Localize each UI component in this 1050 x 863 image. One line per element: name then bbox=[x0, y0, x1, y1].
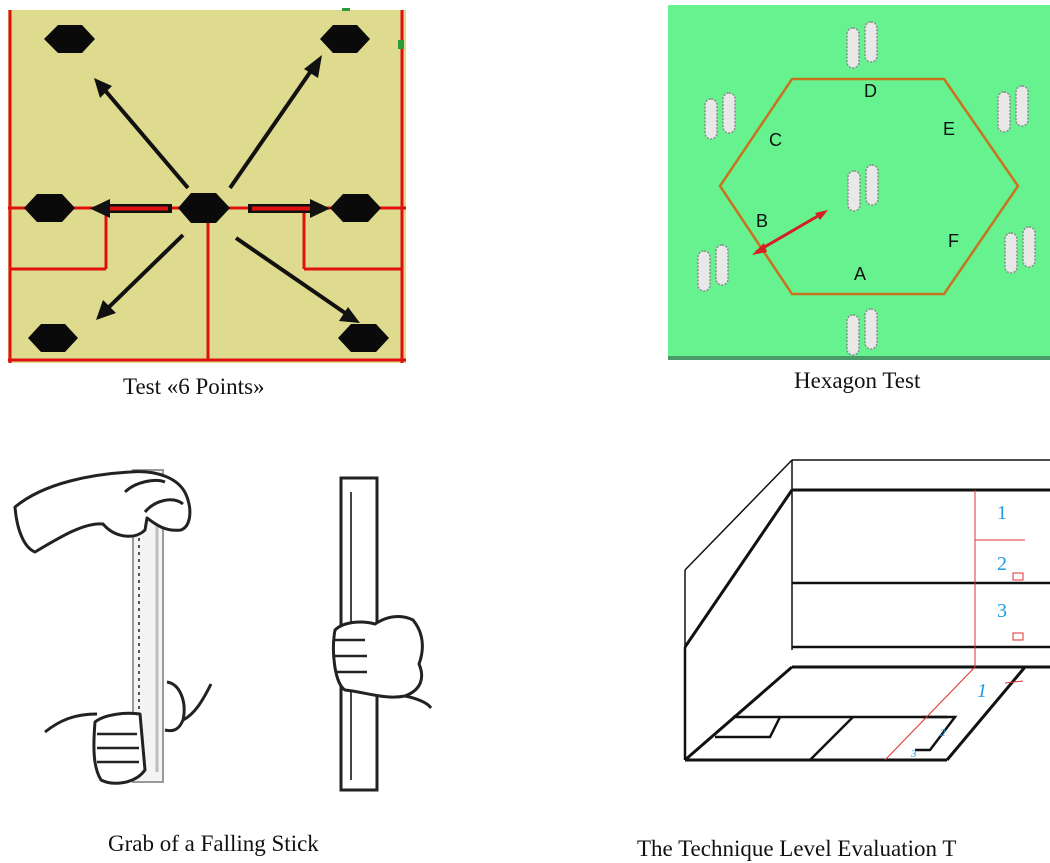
floor-zone-3: 3 bbox=[910, 748, 917, 760]
hex-label-d: D bbox=[864, 81, 877, 101]
technique-diagram: 1 2 3 1 2 3 bbox=[683, 459, 1050, 762]
point-top-right bbox=[320, 25, 370, 53]
footprint-marker bbox=[1004, 226, 1036, 274]
measurement-lines bbox=[884, 490, 1025, 761]
hexagon-outline bbox=[718, 77, 1020, 296]
diagonal-arrows bbox=[94, 55, 360, 323]
zone-labels: 1 2 3 1 2 3 bbox=[910, 502, 1007, 760]
center-horizontal-arrows bbox=[90, 199, 330, 218]
hex-label-c: C bbox=[769, 130, 782, 150]
footprint-marker bbox=[997, 85, 1029, 133]
falling-stick-caption: Grab of a Falling Stick bbox=[108, 831, 319, 856]
hexagon-diagram: D C E B F A bbox=[668, 5, 1050, 360]
six-points-diagram bbox=[8, 8, 406, 363]
technique-caption: The Technique Level Evaluation T bbox=[637, 836, 957, 861]
six-points-caption: Test «6 Points» bbox=[123, 374, 265, 399]
floor-zone-2: 2 bbox=[940, 727, 946, 739]
hex-label-a: A bbox=[854, 264, 866, 284]
footprint-marker bbox=[846, 308, 878, 356]
footprint-marker bbox=[846, 21, 878, 69]
point-center bbox=[178, 193, 230, 223]
hex-label-f: F bbox=[948, 231, 959, 251]
point-bottom-left bbox=[28, 324, 78, 352]
footprint-marker bbox=[704, 92, 736, 140]
footprint-markers bbox=[697, 21, 1036, 356]
point-bottom-right bbox=[338, 324, 389, 352]
point-middle-right bbox=[330, 194, 381, 222]
direction-arrow bbox=[752, 210, 828, 255]
point-middle-left bbox=[24, 194, 75, 222]
wall-zone-1: 1 bbox=[997, 502, 1007, 524]
point-top-left bbox=[44, 25, 95, 53]
hexagon-points bbox=[24, 25, 389, 352]
catching-hand-right bbox=[331, 615, 433, 709]
falling-stick-diagram bbox=[13, 469, 433, 792]
wall-zone-3: 3 bbox=[997, 600, 1007, 622]
green-mark bbox=[342, 8, 350, 11]
dropping-hand bbox=[13, 470, 192, 554]
catching-hand-left bbox=[44, 680, 213, 785]
green-mark bbox=[398, 40, 404, 49]
wall-zone-2: 2 bbox=[997, 553, 1007, 575]
footprint-marker bbox=[847, 164, 879, 212]
hexagon-caption: Hexagon Test bbox=[794, 368, 921, 393]
hex-label-b: B bbox=[756, 211, 768, 231]
floor-zone-1: 1 bbox=[977, 680, 987, 702]
hex-label-e: E bbox=[943, 119, 955, 139]
footprint-marker bbox=[697, 244, 729, 292]
court-outline bbox=[683, 459, 1050, 762]
